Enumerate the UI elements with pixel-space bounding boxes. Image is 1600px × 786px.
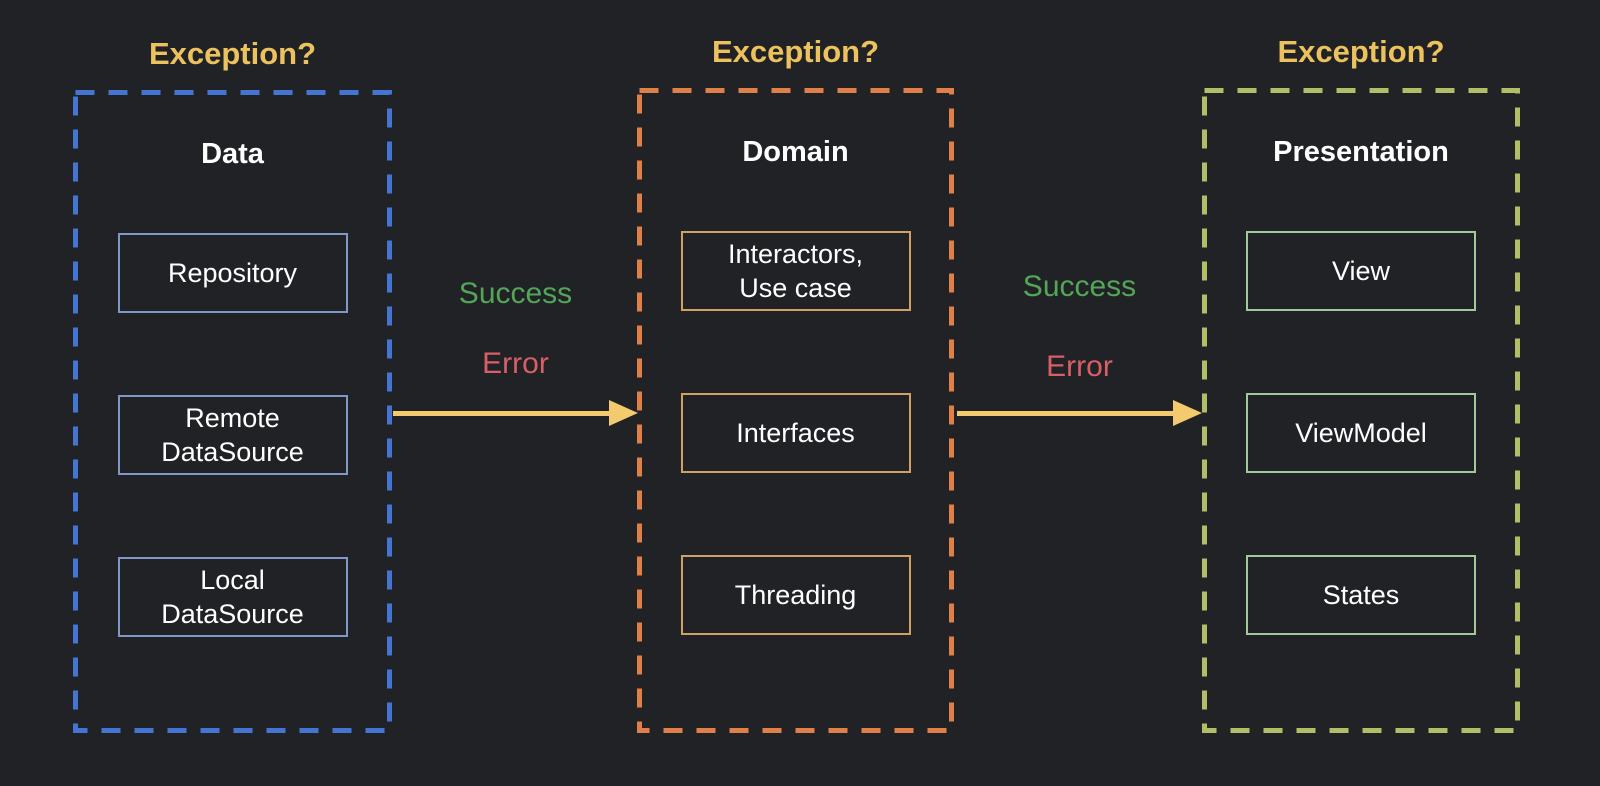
interfaces-box: Interfaces	[680, 393, 911, 473]
layer-title: Presentation	[1273, 136, 1449, 168]
remote-datasource-box: Remote DataSource	[117, 395, 348, 475]
repository-box: Repository	[117, 233, 348, 313]
data-to-domain-connection: Success Error	[393, 262, 638, 434]
layer-title: Domain	[742, 136, 849, 168]
exception-label: Exception?	[711, 34, 880, 69]
right-arrow	[393, 400, 638, 426]
arrow-shaft	[957, 411, 1178, 416]
arrow-shaft	[393, 411, 614, 416]
error-label: Error	[482, 347, 549, 380]
presentation-layer: Exception? Presentation View ViewModel S…	[1202, 34, 1520, 733]
viewmodel-box: ViewModel	[1246, 393, 1476, 473]
right-arrow	[957, 400, 1202, 426]
layer-title: Data	[201, 138, 264, 170]
exception-label: Exception?	[1277, 34, 1445, 69]
interactors-use-case-box: Interactors, Use case	[680, 231, 911, 311]
exception-label: Exception?	[148, 36, 317, 71]
error-label: Error	[1046, 350, 1113, 383]
arrow-head-icon	[1173, 400, 1202, 426]
domain-layer-dashed-border	[637, 88, 954, 733]
domain-layer: Exception? Domain Interactors, Use case …	[637, 34, 954, 733]
success-label: Success	[458, 277, 573, 310]
data-layer: Exception? Data Repository Remote DataSo…	[73, 36, 392, 733]
arrow-head-icon	[609, 400, 638, 426]
presentation-layer-dashed-border	[1202, 88, 1520, 733]
local-datasource-box: Local DataSource	[117, 557, 348, 637]
view-box: View	[1246, 231, 1476, 311]
states-box: States	[1246, 555, 1476, 635]
data-layer-dashed-border	[73, 90, 392, 733]
threading-box: Threading	[680, 555, 911, 635]
success-label: Success	[1022, 270, 1137, 303]
domain-to-presentation-connection: Success Error	[957, 255, 1202, 427]
